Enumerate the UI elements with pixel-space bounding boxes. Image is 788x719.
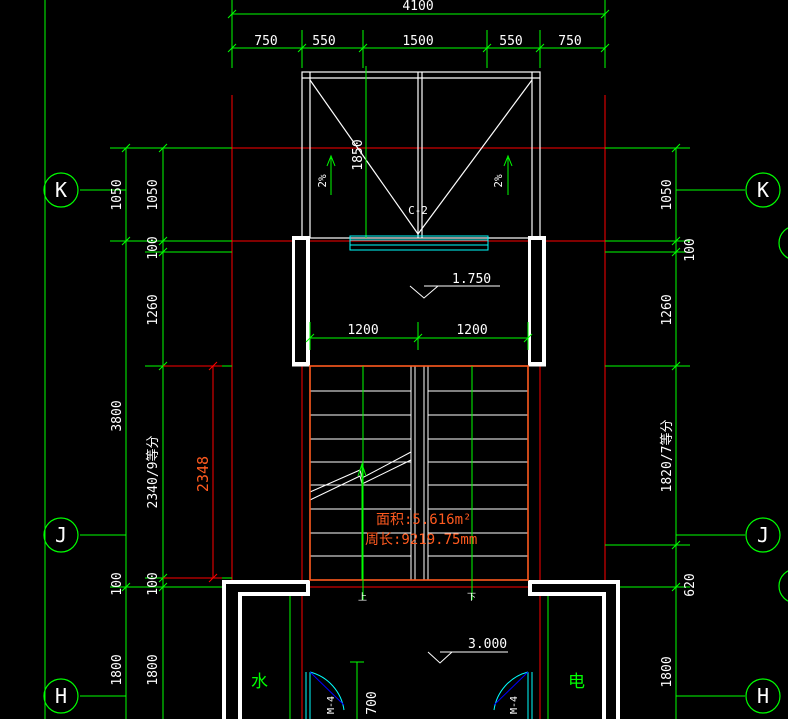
grid-label-j-left: J xyxy=(55,523,67,547)
left-seg-1260: 1260 xyxy=(146,294,161,325)
stair-treads xyxy=(309,365,528,581)
top-dim-seg-3: 1500 xyxy=(402,34,433,49)
top-total-dim: 4100 xyxy=(402,0,433,14)
landing-dimension xyxy=(305,322,533,350)
stair-axis-lines xyxy=(362,366,473,600)
left-seg-1800: 1800 xyxy=(146,654,161,685)
right-seg-620: 620 xyxy=(683,573,698,596)
slope-right-label: 2% xyxy=(492,174,505,188)
door-tag-right: M-4 xyxy=(509,696,520,714)
right-seg-1050: 1050 xyxy=(660,179,675,210)
landing-run-right: 1200 xyxy=(456,323,487,338)
door-tag-left: M-4 xyxy=(326,696,337,714)
top-dim-seg-2: 550 xyxy=(312,34,335,49)
grid-bubble-k-left[interactable]: K xyxy=(43,172,79,208)
room-label-left: 水 xyxy=(251,672,268,692)
landing-run-left: 1200 xyxy=(347,323,378,338)
slope-arrow-left xyxy=(326,154,336,195)
lower-room-lines xyxy=(289,596,549,719)
left-far-1050: 1050 xyxy=(110,179,125,210)
stair-arrow xyxy=(357,462,367,580)
wall-segments xyxy=(222,236,620,719)
grid-bubble-j-right[interactable]: J xyxy=(745,517,781,553)
top-dimensions xyxy=(227,0,610,68)
landing-level-marker xyxy=(409,285,500,299)
floor-level-marker xyxy=(427,651,508,664)
top-dim-seg-1: 750 xyxy=(254,34,277,49)
grid-label-k-right: K xyxy=(757,178,769,202)
left-seg-100b: 100 xyxy=(146,572,161,595)
left-seg-1050: 1050 xyxy=(146,179,161,210)
floor-level-text: 3.000 xyxy=(468,637,507,652)
left-dimensions xyxy=(80,143,232,719)
left-far-1800: 1800 xyxy=(110,654,125,685)
window-strip xyxy=(349,235,489,251)
left-outer-total: 3800 xyxy=(110,400,125,431)
stair-area-outline[interactable] xyxy=(309,365,529,581)
room-label-right: 电 xyxy=(568,672,585,692)
left-seg-2340: 2340/9等分 xyxy=(145,436,161,509)
upper-section-outline xyxy=(301,71,541,239)
grid-bubble-j-left[interactable]: J xyxy=(43,517,79,553)
left-inner-dimension xyxy=(163,361,222,583)
right-seg-100: 100 xyxy=(683,238,698,261)
top-dim-seg-4: 550 xyxy=(499,34,522,49)
partial-bubbles-edge xyxy=(778,227,788,602)
wall-inner-black xyxy=(226,240,616,719)
window-tag: C-2 xyxy=(408,204,428,217)
slope-left-label: 2% xyxy=(316,174,329,188)
grid-bubble-k-right[interactable]: K xyxy=(745,172,781,208)
right-dimensions xyxy=(605,143,745,719)
left-seg-100: 100 xyxy=(146,236,161,259)
left-far-100: 100 xyxy=(110,572,125,595)
stair-tick-left: 上 xyxy=(358,592,367,603)
grid-label-j-right: J xyxy=(757,523,769,547)
right-seg-1800: 1800 xyxy=(660,656,675,687)
grid-bubble-h-left[interactable]: H xyxy=(43,678,79,714)
top-dim-seg-5: 750 xyxy=(558,34,581,49)
upper-section-1850: 1850 xyxy=(351,139,366,170)
grid-label-k-left: K xyxy=(55,178,67,202)
perimeter-readout: 周长:9219.75mm xyxy=(365,532,477,548)
left-inner-2348: 2348 xyxy=(194,456,212,492)
bottom-dim-700: 700 xyxy=(365,691,380,714)
slope-arrow-right xyxy=(503,154,513,195)
grid-label-h-right: H xyxy=(757,684,769,708)
area-readout: 面积:5.616m² xyxy=(376,512,471,528)
grid-label-h-left: H xyxy=(55,684,67,708)
right-seg-1260: 1260 xyxy=(660,294,675,325)
right-seg-1820: 1820/7等分 xyxy=(659,420,675,493)
grid-bubble-h-right[interactable]: H xyxy=(745,678,781,714)
landing-level-text: 1.750 xyxy=(452,272,491,287)
stair-tick-right: 下 xyxy=(467,593,476,603)
